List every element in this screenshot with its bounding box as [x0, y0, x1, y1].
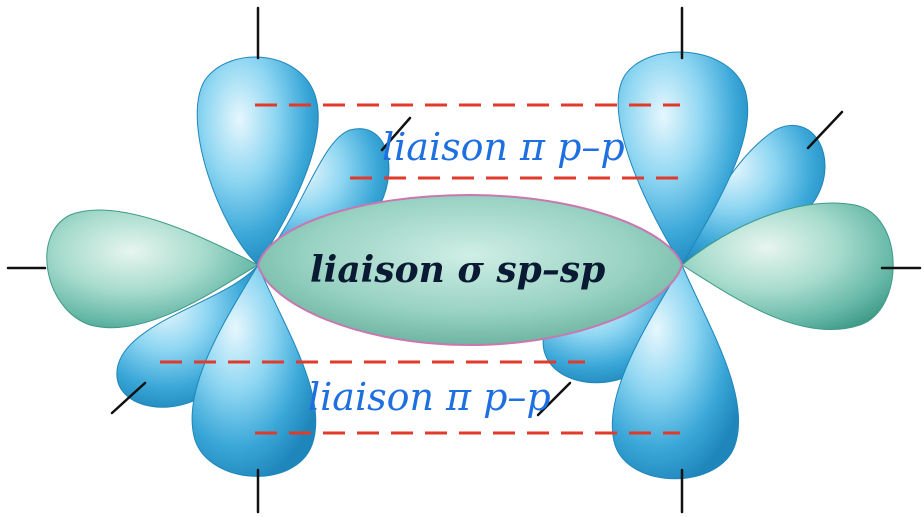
pi-bond-label-top: liaison π p–p: [382, 125, 625, 169]
pi-bond-label-bottom: liaison π p–p: [308, 375, 551, 419]
right-axis-diagonal-high: [808, 112, 842, 148]
sigma-bond-label: liaison σ sp–sp: [310, 249, 605, 291]
